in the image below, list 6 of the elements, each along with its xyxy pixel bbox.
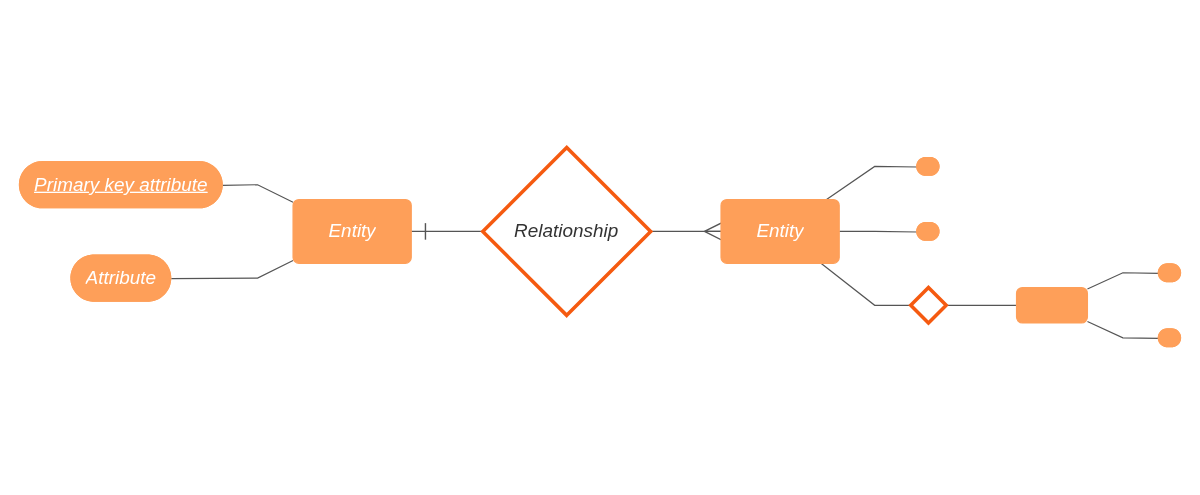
connector [820,263,911,307]
connector [170,260,294,280]
node-box [1015,287,1089,325]
connector [222,184,294,204]
node-diamond [908,285,949,326]
node-diamond: Relationship [480,145,654,319]
